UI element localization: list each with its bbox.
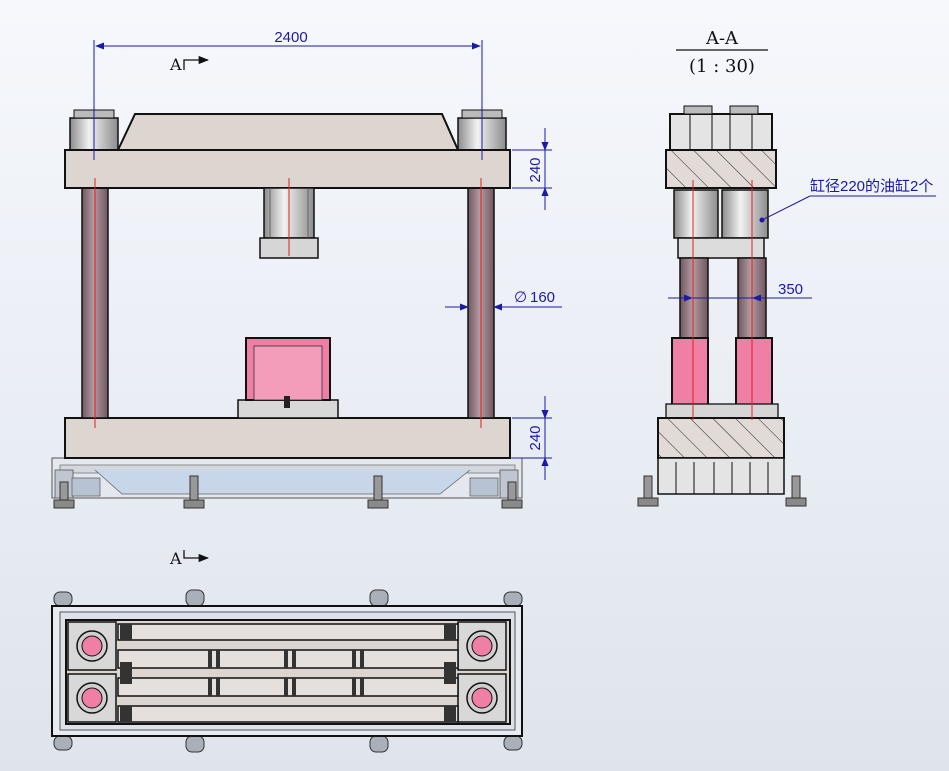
section-column-left <box>679 257 709 341</box>
dimension-column-dia-symbol: ∅ <box>514 289 527 306</box>
dimension-column-dia-text: 160 <box>530 289 555 306</box>
dimension-column-spacing: 350 <box>668 281 812 302</box>
top-crown-block <box>116 113 460 151</box>
cylinder-callout: 缸径220的油缸2个 <box>759 177 936 223</box>
svg-text:A: A <box>169 549 182 568</box>
dimension-width: 2400 <box>93 29 483 160</box>
cylinder-callout-text: 缸径220的油缸2个 <box>810 177 933 195</box>
leveling-foot <box>785 475 807 507</box>
section-view: A-A (1 : 30) <box>637 28 936 507</box>
svg-text:A: A <box>169 55 182 74</box>
corner-pad <box>457 673 507 723</box>
section-mark-top: A <box>169 55 210 74</box>
dimension-bottom-plate: 240 <box>512 396 552 480</box>
section-title: A-A <box>705 28 739 49</box>
section-mark-bottom: A <box>169 549 210 568</box>
dimension-width-text: 2400 <box>274 29 307 46</box>
corner-pad <box>457 621 507 671</box>
section-cylinders <box>673 189 769 259</box>
leveling-foot <box>501 481 523 509</box>
base-frame <box>51 457 523 499</box>
leveling-foot <box>637 475 659 507</box>
top-plate <box>64 149 511 189</box>
lower-die <box>237 337 339 419</box>
dimension-top-plate: 240 <box>512 128 552 210</box>
leveling-foot <box>183 475 205 509</box>
dimension-column-diameter: ∅ 160 <box>445 289 562 311</box>
front-view: 2400 240 240 ∅ 160 <box>51 29 562 509</box>
dimension-bottom-plate-text: 240 <box>527 425 544 450</box>
corner-pad <box>67 621 117 671</box>
leveling-foot <box>53 481 75 509</box>
section-top-plate <box>665 149 777 189</box>
section-bottom-plate <box>657 417 785 459</box>
dimension-column-spacing-text: 350 <box>778 281 803 298</box>
plan-view: A <box>51 549 523 753</box>
plan-rail-ties <box>120 624 456 722</box>
section-scale: (1 : 30) <box>689 56 755 77</box>
bottom-plate <box>64 417 511 459</box>
leveling-foot <box>367 475 389 509</box>
dimension-top-plate-text: 240 <box>527 157 544 182</box>
corner-pad <box>67 673 117 723</box>
